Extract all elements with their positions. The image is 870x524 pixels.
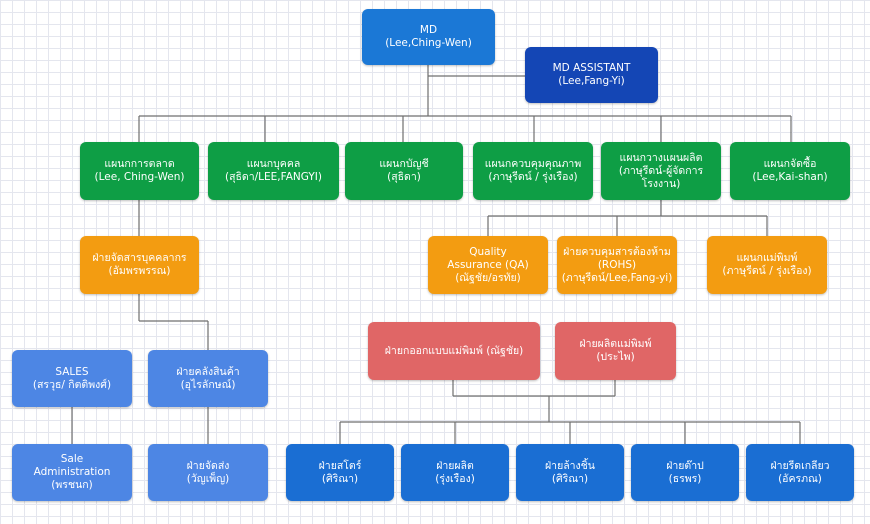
node-stamping[interactable]: ฝ่ายต๊าป (ธรพร) <box>631 444 739 501</box>
node-rohs[interactable]: ฝ่ายควบคุมสารต้องห้าม (ROHS) (ภาษุรีดน์/… <box>557 236 677 294</box>
node-sale-admin-title-2: Administration <box>33 466 111 478</box>
node-accounting-title: แผนกบัญชี <box>379 158 429 170</box>
node-production-planning[interactable]: แผนกวางแผนผลิต (ภาษุรีดน์-ผู้จัดการ โรงง… <box>601 142 721 200</box>
node-marketing-title: แผนกการตลาด <box>104 158 175 170</box>
node-quality-control[interactable]: แผนกควบคุมคุณภาพ (ภาษุรีดน์ / รุ่งเรือง) <box>473 142 593 200</box>
node-quality-control-title: แผนกควบคุมคุณภาพ <box>484 158 582 170</box>
node-store[interactable]: ฝ่ายสโตร์ (ศิริณา) <box>286 444 394 501</box>
node-mold-dept-title: แผนกแม่พิมพ์ <box>736 252 798 264</box>
node-shipping-title: ฝ่ายจัดส่ง <box>186 459 230 472</box>
node-mold-dept-person: (ภาษุรีดน์ / รุ่งเรือง) <box>722 265 812 277</box>
node-qa-person: (ณัฐชัย/อรทัย) <box>455 271 521 284</box>
node-production-planning-person-cont: โรงงาน) <box>641 177 681 190</box>
node-mold-design-title: ฝ่ายกออกแบบแม่พิมพ์ (ณัฐชัย) <box>384 344 524 357</box>
node-sale-admin[interactable]: Sale Administration (พรชนก) <box>12 444 132 501</box>
node-hr-admin-person: (อัมพรพรรณ) <box>108 265 171 277</box>
node-production-planning-title: แผนกวางแผนผลิต <box>619 151 703 164</box>
node-md-person: (Lee,Ching-Wen) <box>385 37 472 49</box>
node-sale-admin-person: (พรชนก) <box>51 479 93 491</box>
node-sales-person: (สรวุธ/ กิตติพงศ์) <box>32 378 112 391</box>
node-md[interactable]: MD (Lee,Ching-Wen) <box>362 9 495 65</box>
node-md-assistant-title: MD ASSISTANT <box>552 62 631 74</box>
node-mold-production[interactable]: ฝ่ายผลิตแม่พิมพ์ (ประไพ) <box>555 322 676 380</box>
node-warehouse[interactable]: ฝ่ายคลังสินค้า (อุไรลักษณ์) <box>148 350 268 407</box>
node-purchasing-person: (Lee,Kai-shan) <box>752 171 828 183</box>
node-md-title: MD <box>419 24 438 36</box>
node-washing-person: (ศิริณา) <box>551 472 589 485</box>
node-rohs-person: (ภาษุรีดน์/Lee,Fang-yi) <box>561 271 673 284</box>
node-production-person: (รุ่งเรือง) <box>435 472 475 485</box>
node-rohs-title-1: ฝ่ายควบคุมสารต้องห้าม <box>563 245 671 258</box>
node-shipping[interactable]: ฝ่ายจัดส่ง (วัญเพ็ญ) <box>148 444 268 501</box>
node-production-planning-person: (ภาษุรีดน์-ผู้จัดการ <box>618 164 704 177</box>
node-stamping-title: ฝ่ายต๊าป <box>666 459 704 472</box>
node-rohs-title-2: (ROHS) <box>597 258 637 271</box>
node-md-assistant[interactable]: MD ASSISTANT (Lee,Fang-Yi) <box>525 47 658 103</box>
node-production[interactable]: ฝ่ายผลิต (รุ่งเรือง) <box>401 444 509 501</box>
node-hr-admin[interactable]: ฝ่ายจัดสารบุคคลากร (อัมพรพรรณ) <box>80 236 199 294</box>
node-threading-person: (อัครภณ) <box>778 472 822 485</box>
node-marketing[interactable]: แผนกการตลาด (Lee, Ching-Wen) <box>80 142 199 200</box>
node-shipping-person: (วัญเพ็ญ) <box>186 472 230 485</box>
node-warehouse-person: (อุไรลักษณ์) <box>180 378 236 391</box>
node-store-title: ฝ่ายสโตร์ <box>318 459 362 472</box>
node-hr-person: (สุธิดา/LEE,FANGYI) <box>225 171 322 183</box>
node-qa-title-1: Quality <box>469 245 507 258</box>
node-warehouse-title: ฝ่ายคลังสินค้า <box>176 365 240 378</box>
node-qa-title-2: Assurance (QA) <box>447 258 529 271</box>
node-production-title: ฝ่ายผลิต <box>436 459 474 472</box>
node-sales-title: SALES <box>55 365 89 378</box>
node-mold-production-title: ฝ่ายผลิตแม่พิมพ์ <box>579 338 652 350</box>
node-store-person: (ศิริณา) <box>321 472 359 485</box>
node-md-assistant-person: (Lee,Fang-Yi) <box>558 75 625 87</box>
node-mold-design[interactable]: ฝ่ายกออกแบบแม่พิมพ์ (ณัฐชัย) <box>368 322 540 380</box>
node-mold-production-person: (ประไพ) <box>596 351 635 363</box>
node-stamping-person: (ธรพร) <box>668 472 702 485</box>
node-hr-admin-title: ฝ่ายจัดสารบุคคลากร <box>92 252 187 264</box>
node-sales[interactable]: SALES (สรวุธ/ กิตติพงศ์) <box>12 350 132 407</box>
node-threading-title: ฝ่ายรีดเกลียว <box>770 459 830 472</box>
node-washing[interactable]: ฝ่ายล้างชิ้น (ศิริณา) <box>516 444 624 501</box>
node-hr-title: แผนกบุคคล <box>246 158 301 170</box>
node-marketing-person: (Lee, Ching-Wen) <box>94 171 185 183</box>
node-sale-admin-title-1: Sale <box>60 453 84 465</box>
node-hr[interactable]: แผนกบุคคล (สุธิดา/LEE,FANGYI) <box>208 142 339 200</box>
node-accounting[interactable]: แผนกบัญชี (สุธิดา) <box>345 142 463 200</box>
node-purchasing[interactable]: แผนกจัดซื้อ (Lee,Kai-shan) <box>730 142 850 200</box>
node-accounting-person: (สุธิดา) <box>387 171 421 183</box>
node-purchasing-title: แผนกจัดซื้อ <box>763 158 817 170</box>
node-threading[interactable]: ฝ่ายรีดเกลียว (อัครภณ) <box>746 444 854 501</box>
node-qa[interactable]: Quality Assurance (QA) (ณัฐชัย/อรทัย) <box>428 236 548 294</box>
node-mold-dept[interactable]: แผนกแม่พิมพ์ (ภาษุรีดน์ / รุ่งเรือง) <box>707 236 827 294</box>
node-quality-control-person: (ภาษุรีดน์ / รุ่งเรือง) <box>488 171 578 183</box>
node-washing-title: ฝ่ายล้างชิ้น <box>545 459 595 472</box>
